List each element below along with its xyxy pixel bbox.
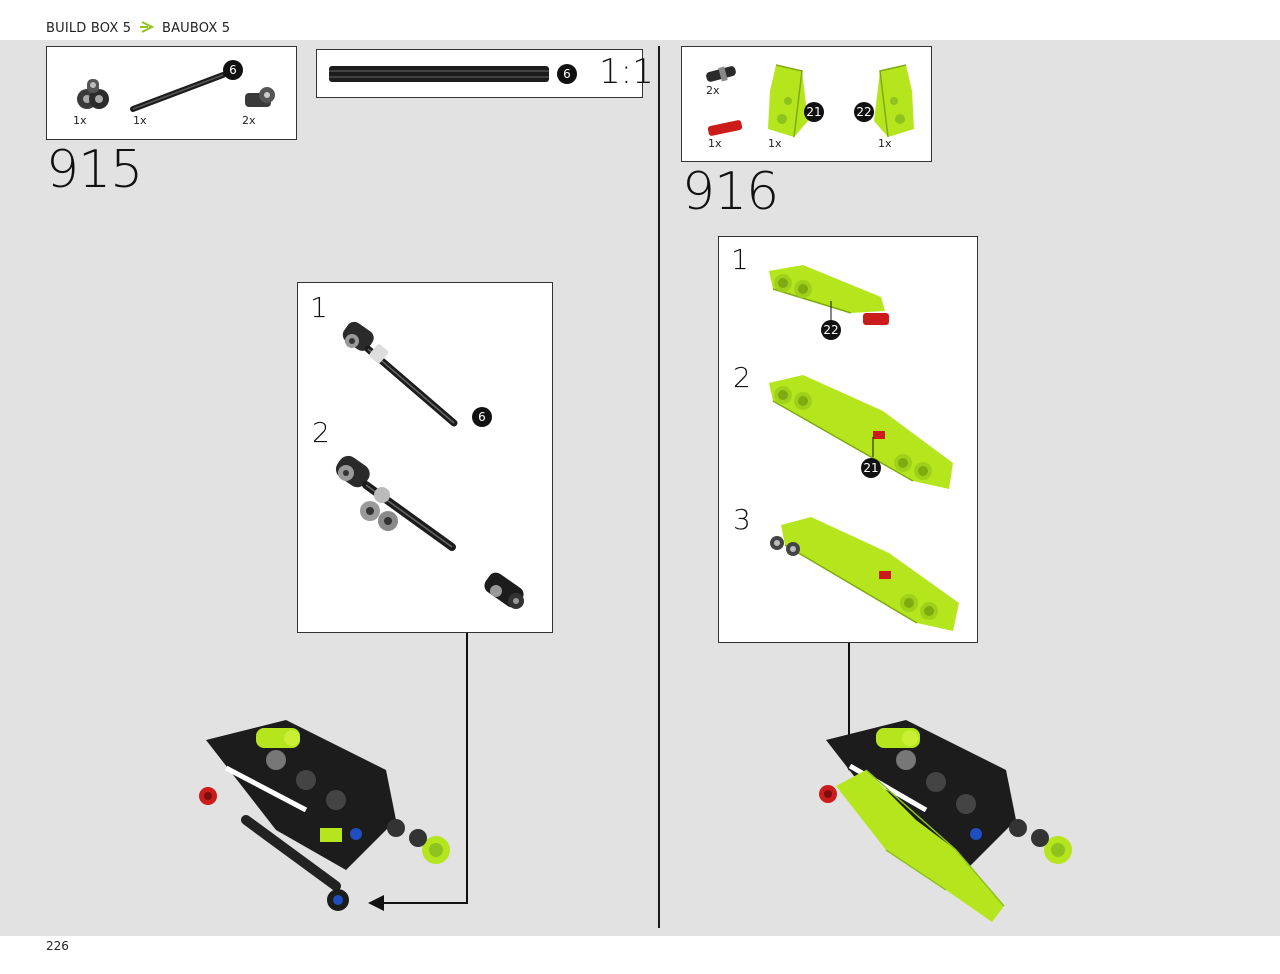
assembly-915-illustration [199, 720, 450, 911]
lime-panel-left-icon [768, 64, 808, 138]
part-qty: 1x [768, 137, 782, 150]
part-qty: 1x [708, 137, 722, 150]
substep-2-illustration [335, 455, 524, 609]
part-number-badge: 22 [854, 102, 874, 122]
build-box-label: BUILD BOX 5 [46, 21, 132, 36]
substep-1-illustration [769, 265, 889, 325]
part-number-badge: 22 [821, 320, 841, 340]
red-axle-part-icon [707, 120, 743, 136]
substep-2-illustration [769, 375, 953, 489]
page-header: BUILD BOX 5 BAUBOX 5 [0, 0, 1280, 40]
part-qty: 1x [73, 114, 87, 127]
pin-part-icon [706, 66, 736, 82]
instruction-canvas [0, 40, 1280, 936]
substep-1-illustration [342, 321, 458, 427]
step-number: 915 [46, 140, 143, 200]
substep-label: 2 [312, 416, 330, 449]
axle-part-icon [130, 72, 226, 112]
part-number-badge: 6 [223, 60, 243, 80]
part-qty: 1x [133, 114, 147, 127]
part-number-badge: 21 [804, 102, 824, 122]
parts-list-915: 1x 6 1x 2x [46, 46, 297, 140]
substep-label: 1 [310, 291, 328, 324]
axle-length-badge: 6 [557, 64, 577, 84]
axle-scale-callout: 6 1:1 [316, 49, 654, 98]
page-divider [658, 46, 660, 928]
sub-assembly-915: 1 6 2 [297, 282, 553, 633]
baubox-label: BAUBOX 5 [161, 21, 231, 36]
part-qty: 2x [242, 114, 256, 127]
part-number-badge: 21 [861, 458, 881, 478]
page-number: 226 [46, 939, 69, 953]
substep-3-illustration [770, 517, 959, 631]
lime-panel-right-icon [874, 64, 914, 138]
step-number: 916 [682, 162, 779, 222]
page-footer [0, 936, 1280, 974]
part-qty: 1x [878, 137, 892, 150]
breadcrumb: BUILD BOX 5 BAUBOX 5 [46, 21, 230, 36]
substep-label: 3 [733, 503, 751, 536]
assembly-916-illustration [819, 720, 1072, 922]
axle-length-badge: 6 [472, 407, 492, 427]
connector-part-icon [77, 79, 109, 109]
pin-connector-icon [245, 87, 275, 107]
callout-arrow [368, 633, 468, 911]
parts-list-916: 2x 1x 21 1x 22 1x [681, 46, 932, 162]
chevron-right-icon [139, 21, 154, 33]
scale-label: 1:1 [599, 52, 654, 92]
substep-label: 1 [731, 243, 749, 276]
substep-label: 2 [733, 361, 751, 394]
sub-assembly-916: 1 22 2 21 3 [718, 236, 978, 643]
axle-scale-icon [329, 66, 549, 82]
part-qty: 2x [706, 84, 720, 97]
